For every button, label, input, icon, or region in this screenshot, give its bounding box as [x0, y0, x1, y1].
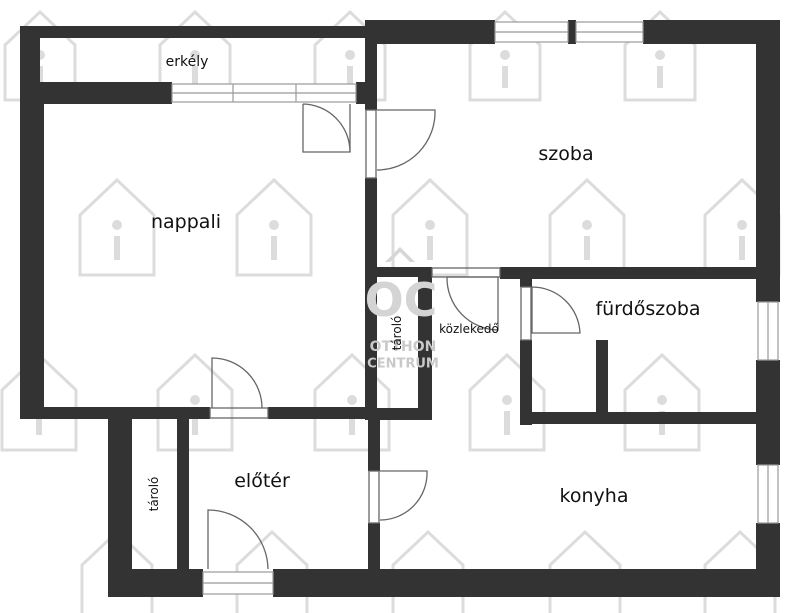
doors [207, 103, 581, 570]
watermark-line-2: CENTRUM [367, 356, 439, 372]
room-label-furdoszoba: fürdőszoba [595, 298, 701, 320]
room-label-eloter: előtér [234, 470, 290, 492]
room-label-konyha: konyha [559, 485, 629, 507]
watermark-logo-text: OC [364, 273, 438, 327]
room-label-erkely: erkély [165, 54, 209, 70]
windows [171, 21, 779, 595]
room-label-kozlekedo: közlekedő [439, 322, 499, 336]
room-label-nappali: nappali [150, 211, 222, 233]
watermark-line-1: OTTHON [369, 339, 437, 355]
room-label-tarolo-inner: tároló [390, 315, 404, 351]
walls [20, 20, 780, 597]
watermark-logo [385, 247, 415, 262]
room-label-tarolo-left: tároló [147, 476, 161, 512]
room-label-szoba: szoba [538, 143, 594, 165]
